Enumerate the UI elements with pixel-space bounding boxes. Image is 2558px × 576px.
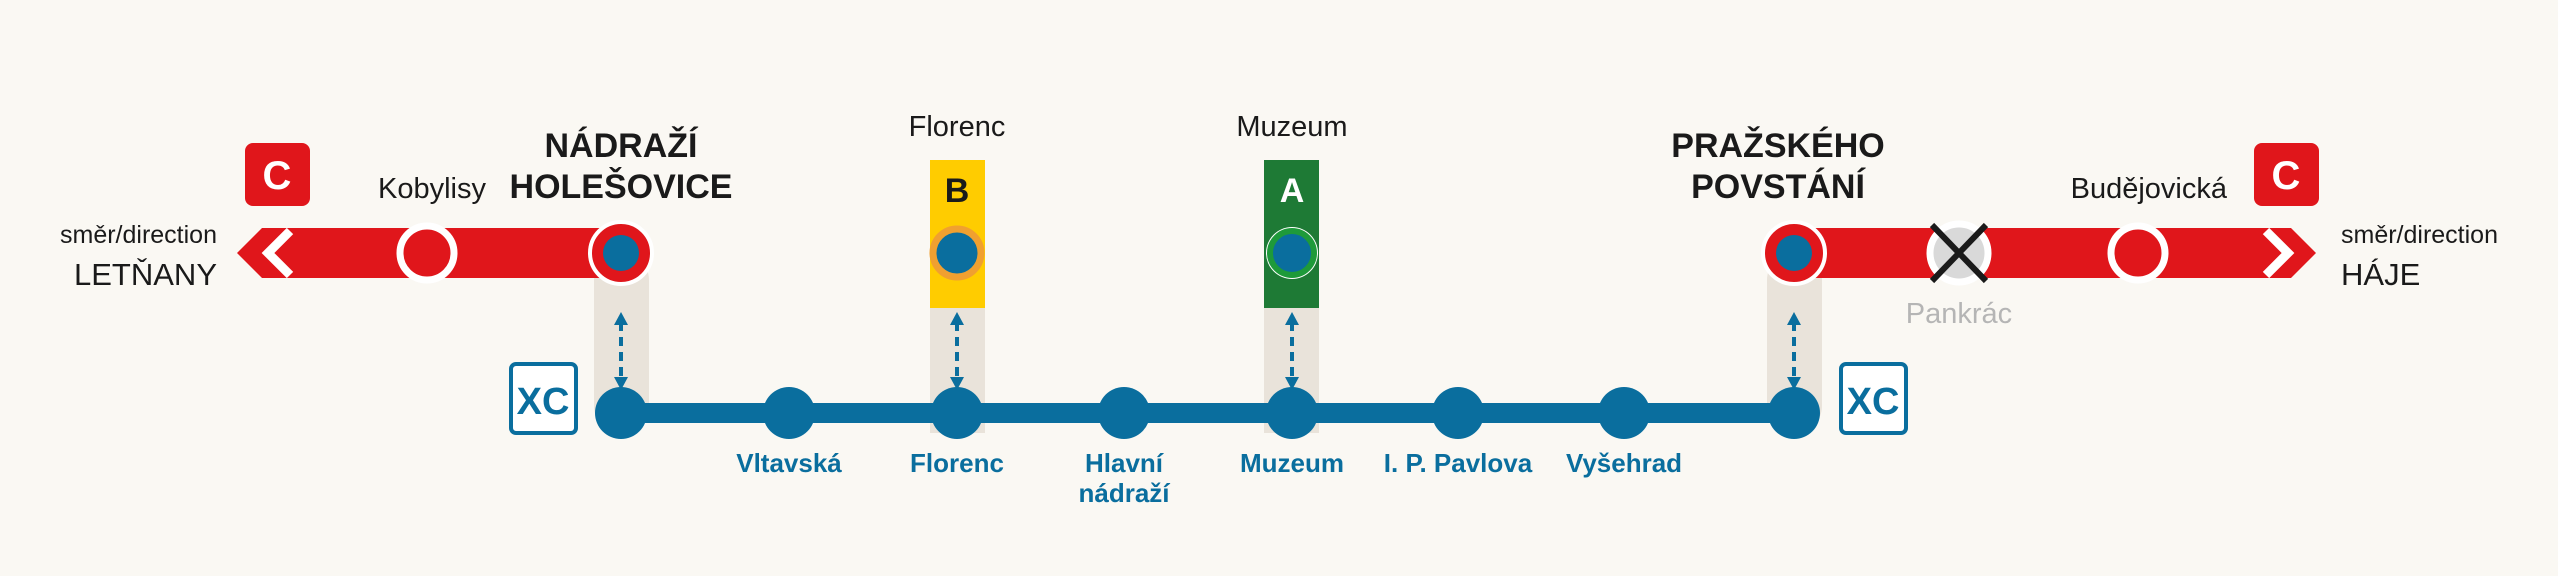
bus-stop-label: I. P. Pavlova (1384, 448, 1533, 478)
closed-x-icon (1929, 222, 1989, 284)
bus-stop-prazskeho (1768, 387, 1820, 439)
svg-text:C: C (263, 154, 292, 198)
svg-text:C: C (2272, 154, 2301, 198)
bus-stop-label: Muzeum (1240, 448, 1344, 478)
line-b-label: B (945, 172, 970, 210)
bus-stop-ip-pavlova (1432, 387, 1484, 439)
station-label-prazskeho: PRAŽSKÉHO (1671, 127, 1884, 165)
line-a-label: A (1280, 172, 1305, 210)
arrowheads (614, 312, 1801, 390)
transfer-arrow-icons (619, 322, 1796, 380)
svg-text:XC: XC (1847, 381, 1900, 423)
bus-xc-badge-left: XC (509, 362, 578, 435)
bus-transfer-dot (603, 235, 639, 271)
bus-stop-label: Florenc (910, 448, 1004, 478)
station-label-kobylisy: Kobylisy (378, 173, 486, 205)
bus-stop-holesovice (595, 387, 647, 439)
station-label-budejovicka: Budějovická (2071, 173, 2228, 205)
direction-label-left: směr/direction (60, 221, 217, 249)
station-label-prazskeho: POVSTÁNÍ (1691, 168, 1866, 206)
terminus-haje: HÁJE (2341, 257, 2420, 292)
bus-stop-label: nádraží (1078, 478, 1170, 508)
line-c-right-segment (1794, 227, 2316, 279)
station-label-pankrac: Pankrác (1906, 298, 2012, 330)
station-pankrac-closed[interactable] (1926, 220, 1992, 286)
line-c-badge-left: C (245, 143, 310, 206)
station-florenc-metro-dot[interactable] (929, 225, 985, 281)
station-label-muzeum: Muzeum (1236, 111, 1347, 143)
bus-xc-badge-right: XC (1839, 362, 1908, 435)
direction-label-right: směr/direction (2341, 221, 2498, 249)
station-muzeum-metro-dot[interactable] (1267, 228, 1317, 278)
station-label-florenc: Florenc (909, 111, 1006, 143)
station-budejovicka-dot[interactable] (2107, 222, 2169, 284)
bus-stop-label: Hlavní (1085, 448, 1164, 478)
svg-text:XC: XC (517, 381, 570, 423)
bus-stop-label: Vltavská (736, 448, 842, 478)
bus-stop-vysehrad (1598, 387, 1650, 439)
bus-stop-florenc (931, 387, 983, 439)
bus-xc-route (621, 403, 1794, 423)
line-c-badge-right: C (2254, 143, 2319, 206)
station-kobylisy-dot[interactable] (396, 222, 458, 284)
bus-stop-muzeum (1266, 387, 1318, 439)
bus-stop-label: Vyšehrad (1566, 448, 1682, 478)
bus-stop-hlavni-nadrazi (1098, 387, 1150, 439)
bus-stops[interactable] (595, 387, 1820, 439)
terminus-letnany: LETŇANY (74, 257, 217, 292)
station-label-holesovice: NÁDRAŽÍ (545, 127, 700, 165)
bus-stop-vltavska (763, 387, 815, 439)
station-label-holesovice: HOLEŠOVICE (510, 167, 733, 206)
bus-transfer-dot (1776, 235, 1812, 271)
